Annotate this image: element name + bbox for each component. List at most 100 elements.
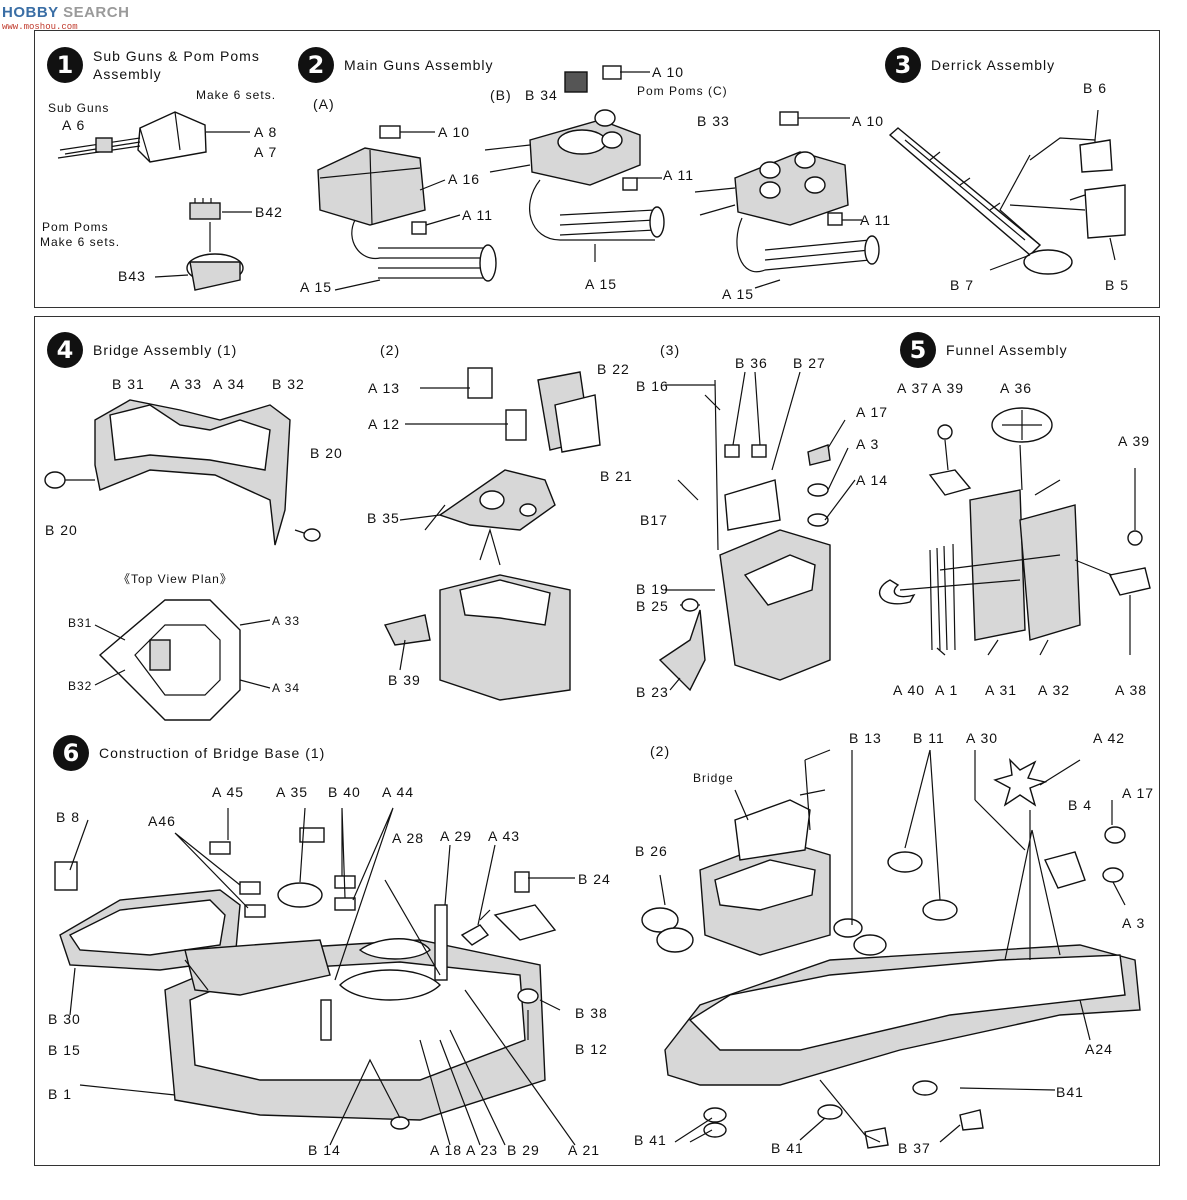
label-a16: A 16 <box>448 171 481 187</box>
label-b19: B 19 <box>636 581 669 597</box>
label-b8: B 8 <box>56 809 81 825</box>
label-b41-right: B41 <box>1056 1084 1084 1100</box>
label-a40: A 40 <box>893 682 926 698</box>
label-pom-poms: Pom Poms <box>42 220 109 234</box>
label-b32: B 32 <box>272 376 305 392</box>
step-3-header: 3 Derrick Assembly <box>885 47 1055 83</box>
label-b29: B 29 <box>507 1142 540 1158</box>
step-4-header: 4 Bridge Assembly (1) <box>47 332 237 368</box>
label-a21: A 21 <box>568 1142 601 1158</box>
turret-a-part <box>317 125 497 291</box>
sub-gun-part <box>57 111 250 163</box>
panel-steps-1-3 <box>34 30 1160 308</box>
step-2-title: Main Guns Assembly <box>344 57 494 73</box>
label-b6: B 6 <box>1083 80 1108 96</box>
label-a15-b: A 15 <box>585 276 618 292</box>
label-b26: B 26 <box>635 843 668 859</box>
label-b41-left: B 41 <box>634 1132 667 1148</box>
derrick-part <box>888 109 1126 275</box>
step-3-number: 3 <box>885 47 921 83</box>
label-plan-b31: B31 <box>68 616 93 630</box>
label-b37: B 37 <box>898 1140 931 1156</box>
label-a14: A 14 <box>856 472 889 488</box>
label-b17: B17 <box>640 512 668 528</box>
label-b27: B 27 <box>793 355 826 371</box>
label-b23: B 23 <box>636 684 669 700</box>
label-a13: A 13 <box>368 380 401 396</box>
label-b34: B 34 <box>525 87 558 103</box>
label-b11: B 11 <box>913 730 945 746</box>
label-a17-base: A 17 <box>1122 785 1155 801</box>
label-a11-b: A 11 <box>663 167 694 183</box>
label-a24: A24 <box>1085 1041 1113 1057</box>
label-a31: A 31 <box>985 682 1018 698</box>
label-a18: A 18 <box>430 1142 463 1158</box>
label-a17-bridge: A 17 <box>856 404 889 420</box>
label-b43: B43 <box>118 268 146 284</box>
label-a36: A 36 <box>1000 380 1033 396</box>
label-b20-right: B 20 <box>310 445 343 461</box>
label-b40: B 40 <box>328 784 361 800</box>
label-b33: B 33 <box>697 113 730 129</box>
label-a3-bridge: A 3 <box>856 436 880 452</box>
label-a42: A 42 <box>1093 730 1126 746</box>
label-b36: B 36 <box>735 355 768 371</box>
label-b35: B 35 <box>367 510 400 526</box>
step-6-header: 6 Construction of Bridge Base (1) <box>53 735 325 771</box>
label-a8: A 8 <box>254 124 278 140</box>
pom-pom-part <box>154 198 252 291</box>
label-a15-c: A 15 <box>722 286 755 302</box>
label-a23: A 23 <box>466 1142 499 1158</box>
label-a30: A 30 <box>966 730 999 746</box>
label-b42: B42 <box>255 204 283 220</box>
label-a45: A 45 <box>212 784 245 800</box>
label-b5: B 5 <box>1105 277 1130 293</box>
label-a11-c: A 11 <box>860 212 891 228</box>
label-a46: A46 <box>148 813 176 829</box>
label-plan-a33: A 33 <box>272 614 301 628</box>
label-a10-a: A 10 <box>438 124 471 140</box>
label-a33: A 33 <box>170 376 203 392</box>
step-5-number: 5 <box>900 332 936 368</box>
bridge-base-1-part <box>54 807 576 1146</box>
label-a10-b: A 10 <box>652 64 685 80</box>
label-a29: A 29 <box>440 828 473 844</box>
label-a28: A 28 <box>392 830 425 846</box>
bridge-base-2-part <box>641 749 1141 1149</box>
label-a38: A 38 <box>1115 682 1148 698</box>
label-bridge-3: (3) <box>660 342 681 358</box>
bridge-assembly-1-part <box>44 399 321 546</box>
label-plan-b32: B32 <box>68 679 93 693</box>
label-b16: B 16 <box>636 378 669 394</box>
label-make-6-sets-pompoms: Make 6 sets. <box>40 235 121 249</box>
step-4-number: 4 <box>47 332 83 368</box>
step-2-header: 2 Main Guns Assembly <box>298 47 494 83</box>
label-a1: A 1 <box>935 682 959 698</box>
label-b22: B 22 <box>597 361 630 377</box>
label-a39-right: A 39 <box>1118 433 1151 449</box>
label-a44: A 44 <box>382 784 415 800</box>
label-b21: B 21 <box>600 468 633 484</box>
step-6-title: Construction of Bridge Base (1) <box>99 745 326 761</box>
label-a6: A 6 <box>62 117 86 133</box>
label-b24: B 24 <box>578 871 611 887</box>
top-view-plan <box>94 599 271 721</box>
label-a39-left: A 39 <box>932 380 965 396</box>
step-5-header: 5 Funnel Assembly <box>900 332 1068 368</box>
label-b1: B 1 <box>48 1086 73 1102</box>
turret-b-part <box>484 65 665 262</box>
label-a10-c: A 10 <box>852 113 885 129</box>
label-b20-left: B 20 <box>45 522 78 538</box>
label-b25: B 25 <box>636 598 669 614</box>
step-1-header: 1 Sub Guns & Pom Poms Assembly <box>47 47 293 83</box>
label-b31: B 31 <box>112 376 145 392</box>
label-b13: B 13 <box>849 730 882 746</box>
label-a3-base: A 3 <box>1122 915 1146 931</box>
step-3-title: Derrick Assembly <box>931 57 1056 73</box>
step-1-number: 1 <box>47 47 83 83</box>
label-b7: B 7 <box>950 277 975 293</box>
label-variant-b: (B) <box>490 87 512 103</box>
label-a43: A 43 <box>488 828 521 844</box>
label-b30: B 30 <box>48 1011 81 1027</box>
